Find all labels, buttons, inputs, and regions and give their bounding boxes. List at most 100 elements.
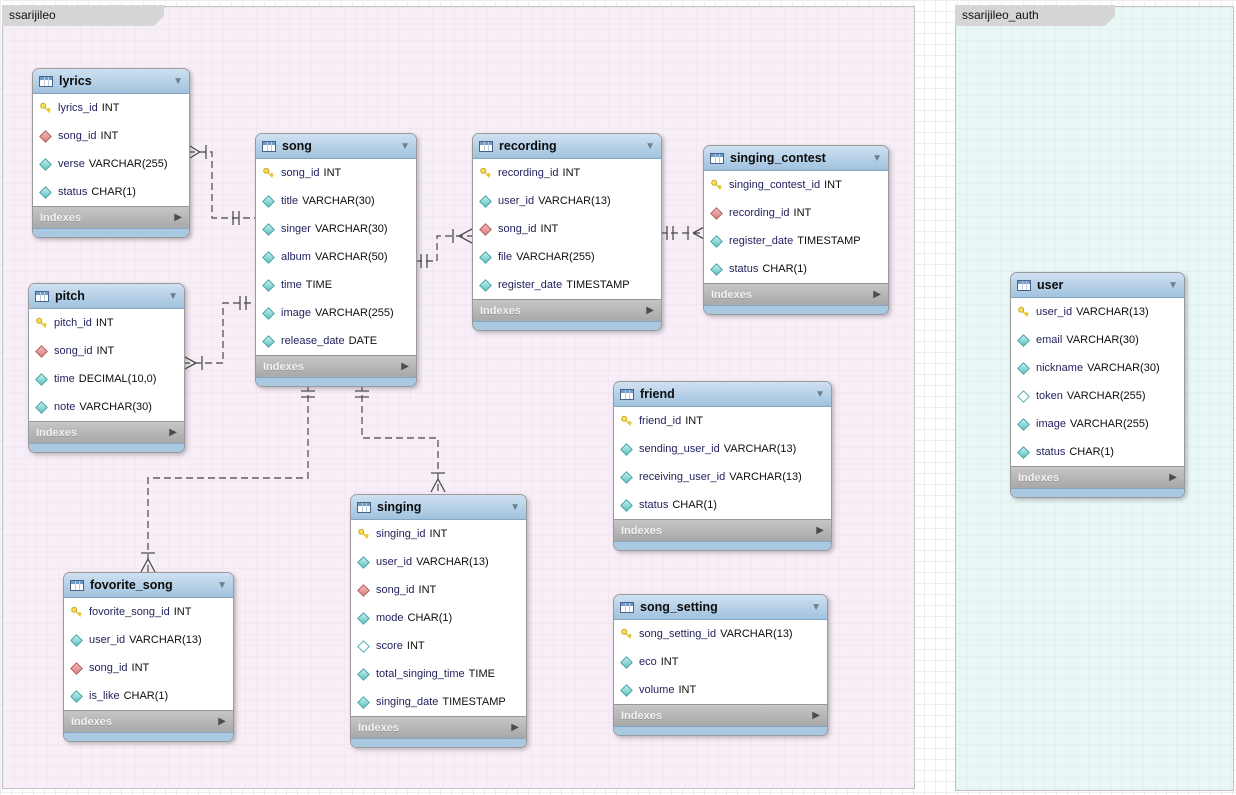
collapse-arrow-icon[interactable]: ▼ bbox=[815, 388, 825, 400]
collapse-arrow-icon[interactable]: ▼ bbox=[168, 290, 178, 302]
table-header[interactable]: song▼ bbox=[256, 134, 416, 159]
layer-tab-ssarijileo[interactable]: ssarijileo bbox=[2, 5, 164, 26]
collapse-arrow-icon[interactable]: ▼ bbox=[173, 75, 183, 87]
indexes-bar[interactable]: Indexes▶ bbox=[33, 206, 189, 228]
collapse-arrow-icon[interactable]: ▼ bbox=[510, 501, 520, 513]
indexes-bar[interactable]: Indexes▶ bbox=[473, 299, 661, 321]
collapse-arrow-icon[interactable]: ▼ bbox=[217, 579, 227, 591]
table-header[interactable]: fovorite_song▼ bbox=[64, 573, 233, 598]
expand-arrow-icon[interactable]: ▶ bbox=[873, 289, 881, 300]
indexes-bar[interactable]: Indexes▶ bbox=[64, 710, 233, 732]
expand-arrow-icon[interactable]: ▶ bbox=[646, 305, 654, 316]
expand-arrow-icon[interactable]: ▶ bbox=[812, 710, 820, 721]
table-header[interactable]: singing_contest▼ bbox=[704, 146, 888, 171]
expand-arrow-icon[interactable]: ▶ bbox=[401, 361, 409, 372]
table-header[interactable]: pitch▼ bbox=[29, 284, 184, 309]
collapse-arrow-icon[interactable]: ▼ bbox=[811, 601, 821, 613]
expand-arrow-icon[interactable]: ▶ bbox=[174, 212, 182, 223]
indexes-bar[interactable]: Indexes▶ bbox=[704, 283, 888, 305]
indexes-bar[interactable]: Indexes▶ bbox=[1011, 466, 1184, 488]
table-header[interactable]: song_setting▼ bbox=[614, 595, 827, 620]
expand-arrow-icon[interactable]: ▶ bbox=[1169, 472, 1177, 483]
indexes-bar[interactable]: Indexes▶ bbox=[614, 704, 827, 726]
indexes-bar[interactable]: Indexes▶ bbox=[614, 519, 831, 541]
collapse-arrow-icon[interactable]: ▼ bbox=[872, 152, 882, 164]
relationship-song-fovorite-song[interactable] bbox=[140, 384, 315, 573]
indexes-bar[interactable]: Indexes▶ bbox=[351, 716, 526, 738]
relationship-recording-singing-contest[interactable] bbox=[660, 225, 707, 241]
relationship-lyrics-song[interactable] bbox=[187, 144, 255, 225]
relationship-song-recording[interactable] bbox=[415, 228, 473, 268]
indexes-bar[interactable]: Indexes▶ bbox=[256, 355, 416, 377]
expand-arrow-icon[interactable]: ▶ bbox=[169, 427, 177, 438]
expand-arrow-icon[interactable]: ▶ bbox=[816, 525, 824, 536]
table-header[interactable]: lyrics▼ bbox=[33, 69, 189, 94]
table-header[interactable]: recording▼ bbox=[473, 134, 661, 159]
collapse-arrow-icon[interactable]: ▼ bbox=[645, 140, 655, 152]
expand-arrow-icon[interactable]: ▶ bbox=[218, 716, 226, 727]
collapse-arrow-icon[interactable]: ▼ bbox=[400, 140, 410, 152]
layer-tab-ssarijileo-auth[interactable]: ssarijileo_auth bbox=[955, 5, 1115, 26]
expand-arrow-icon[interactable]: ▶ bbox=[511, 722, 519, 733]
indexes-bar[interactable]: Indexes▶ bbox=[29, 421, 184, 443]
table-header[interactable]: friend▼ bbox=[614, 382, 831, 407]
table-header[interactable]: singing▼ bbox=[351, 495, 526, 520]
table-header[interactable]: user▼ bbox=[1011, 273, 1184, 298]
collapse-arrow-icon[interactable]: ▼ bbox=[1168, 279, 1178, 291]
